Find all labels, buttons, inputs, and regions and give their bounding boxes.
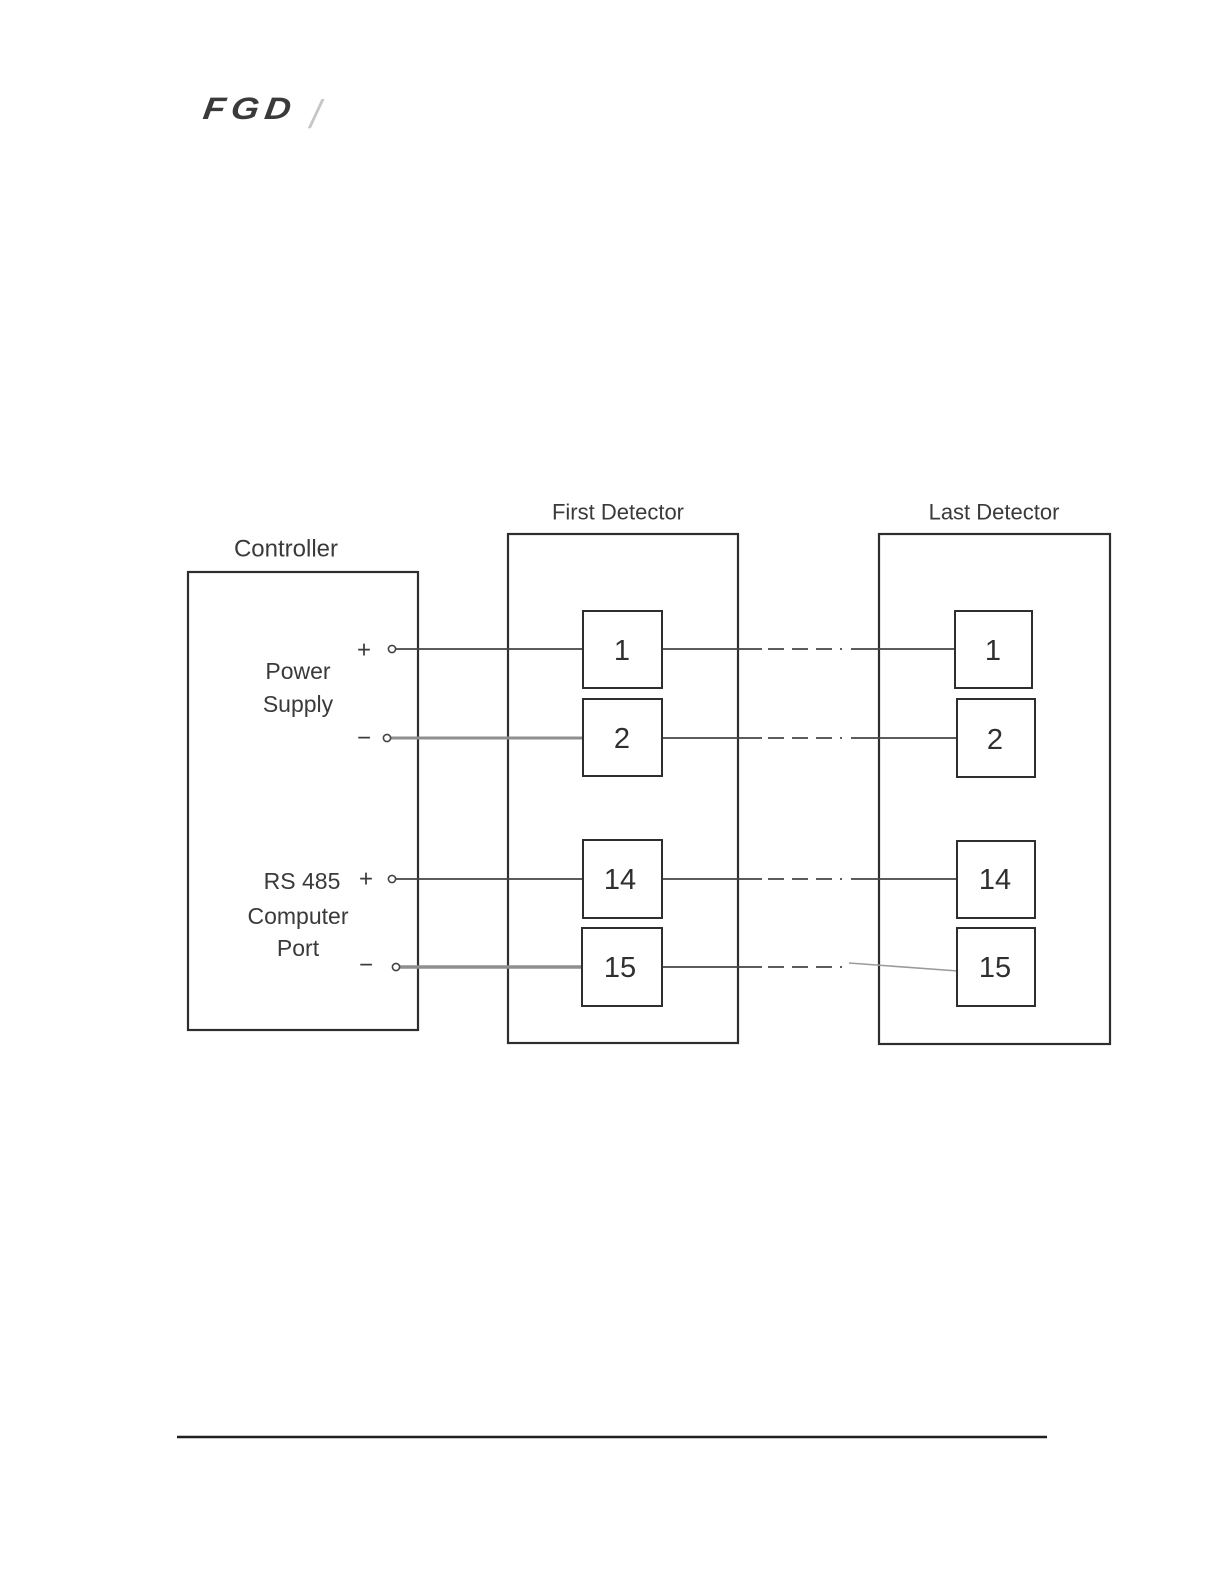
power-plus-sign: +: [357, 637, 371, 664]
power-supply-line1: Power: [265, 658, 331, 684]
terminal-number: 1: [985, 635, 1001, 667]
rs485-minus-sign: −: [359, 952, 373, 979]
terminal-number: 14: [604, 864, 636, 896]
brand-logo: FGD /: [201, 91, 325, 137]
controller-title: Controller: [234, 536, 338, 563]
rs485-line3: Port: [277, 935, 320, 961]
first-detector-terminals: 1 2 14 15: [581, 610, 663, 1007]
terminal-box: [956, 927, 1036, 1007]
power-supply-label: Power Supply + −: [263, 637, 371, 752]
terminal-number: 14: [979, 864, 1011, 896]
terminal-box: [954, 610, 1033, 689]
wire-rs485-minus: [400, 962, 959, 972]
power-supply-line2: Supply: [263, 691, 334, 717]
terminal-box: [956, 698, 1036, 778]
rs485-line2: Computer: [248, 903, 349, 929]
terminal-number: 15: [604, 952, 636, 984]
terminal-box: [582, 610, 663, 689]
rs485-port-label: RS 485 Computer Port + −: [248, 866, 374, 979]
terminal-circle-power-minus: [382, 733, 392, 743]
power-minus-sign: −: [357, 725, 371, 752]
terminal-box: [582, 698, 663, 777]
terminal-box: [956, 840, 1036, 919]
last-detector-title: Last Detector: [929, 500, 1060, 525]
rs485-line1: RS 485: [264, 868, 341, 894]
rs485-plus-sign: +: [359, 866, 373, 893]
last-detector-box: [877, 532, 1112, 1046]
terminal-number: 1: [614, 635, 630, 667]
logo-text: FGD: [201, 91, 299, 126]
logo-slash: /: [307, 93, 325, 137]
terminal-circle-rs485-minus: [391, 962, 401, 972]
terminal-box: [582, 839, 663, 919]
first-detector-title: First Detector: [552, 500, 684, 525]
terminal-number: 2: [614, 723, 630, 755]
terminal-box: [581, 927, 663, 1007]
last-detector-terminals: 1 2 14 15: [954, 610, 1036, 1007]
controller-box: [186, 570, 420, 1032]
terminal-number: 2: [987, 724, 1003, 756]
terminal-number: 15: [979, 952, 1011, 984]
terminal-circle-rs485-plus: [387, 874, 397, 884]
terminal-circle-power-plus: [387, 644, 397, 654]
first-detector-box: [506, 532, 740, 1045]
wire-segment-sloped: [848, 962, 959, 972]
